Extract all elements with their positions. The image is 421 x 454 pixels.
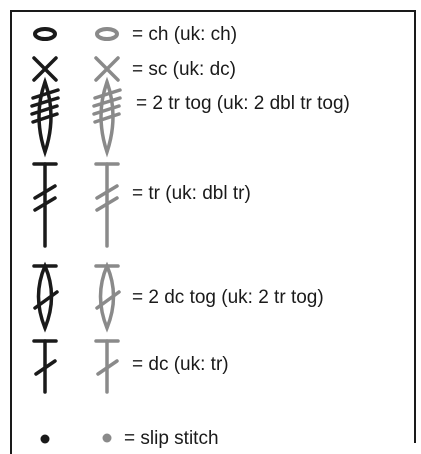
slip-stitch-label: = slip stitch <box>124 428 219 449</box>
ch-oval-icon-black <box>33 27 57 41</box>
frame-right-border <box>414 10 416 443</box>
slip-stitch-dot-icon-black <box>40 434 50 444</box>
2-tr-tog-icon-grey <box>92 76 122 158</box>
dc-icon-grey <box>94 339 120 394</box>
tr-icon-grey <box>94 162 120 248</box>
dc-icon-black <box>32 339 58 394</box>
2-dc-tog-icon-grey <box>94 261 121 333</box>
tr-label: = tr (uk: dbl tr) <box>132 183 251 204</box>
dc-label: = dc (uk: tr) <box>132 354 229 375</box>
ch-label: = ch (uk: ch) <box>132 24 238 45</box>
2-dc-tog-label: = 2 dc tog (uk: 2 tr tog) <box>132 287 324 308</box>
frame-top-border <box>10 10 416 12</box>
2-dc-tog-icon-black <box>32 261 59 333</box>
sc-x-icon-grey <box>94 56 120 82</box>
2-tr-tog-label: = 2 tr tog (uk: 2 dbl tr tog) <box>136 93 350 114</box>
frame-left-border <box>10 10 12 454</box>
sc-label: = sc (uk: dc) <box>132 59 236 80</box>
tr-icon-black <box>32 162 58 248</box>
ch-oval-icon-grey <box>95 27 119 41</box>
slip-stitch-dot-icon-grey <box>102 433 112 443</box>
sc-x-icon-black <box>32 56 58 82</box>
2-tr-tog-icon-black <box>30 76 60 158</box>
